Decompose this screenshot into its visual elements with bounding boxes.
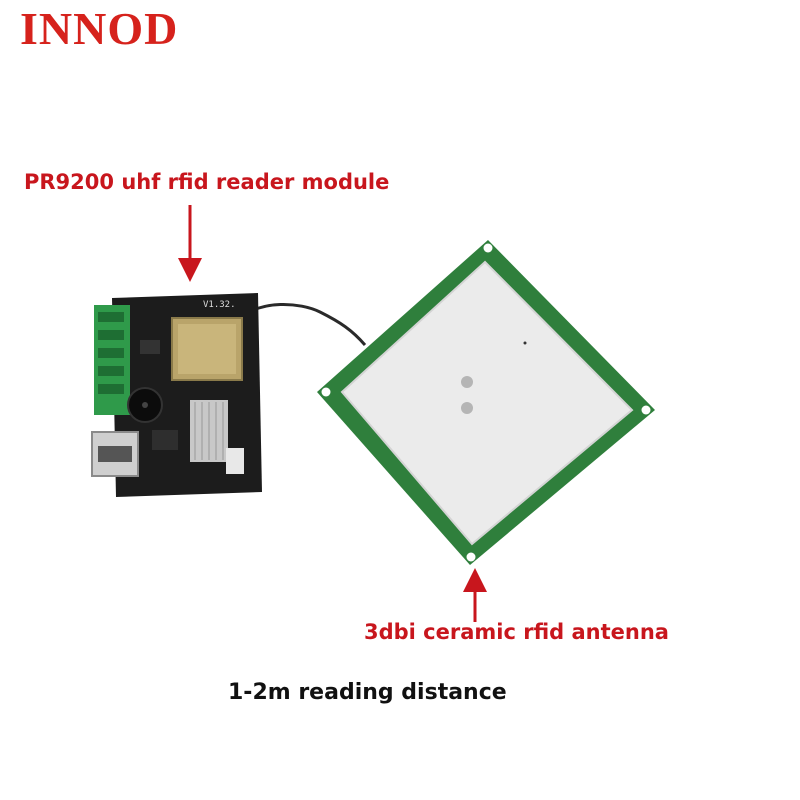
mounting-hole bbox=[483, 243, 493, 253]
reader-module-board: V1.32. bbox=[91, 293, 262, 497]
mounting-hole bbox=[321, 387, 331, 397]
ceramic-antenna bbox=[317, 240, 655, 565]
brand-logo: INNOD bbox=[20, 3, 179, 54]
terminal-block bbox=[94, 305, 130, 415]
reader-module-label: PR9200 uhf rfid reader module bbox=[24, 170, 390, 194]
board-silkscreen: V1.32. bbox=[203, 300, 236, 310]
arrow-up-icon bbox=[463, 568, 487, 622]
arrow-down-icon bbox=[178, 205, 202, 282]
antenna-cable bbox=[240, 303, 367, 346]
reading-distance-caption: 1-2m reading distance bbox=[228, 680, 507, 705]
mounting-hole bbox=[641, 405, 651, 415]
mounting-hole bbox=[466, 552, 476, 562]
antenna-label: 3dbi ceramic rfid antenna bbox=[364, 620, 669, 644]
